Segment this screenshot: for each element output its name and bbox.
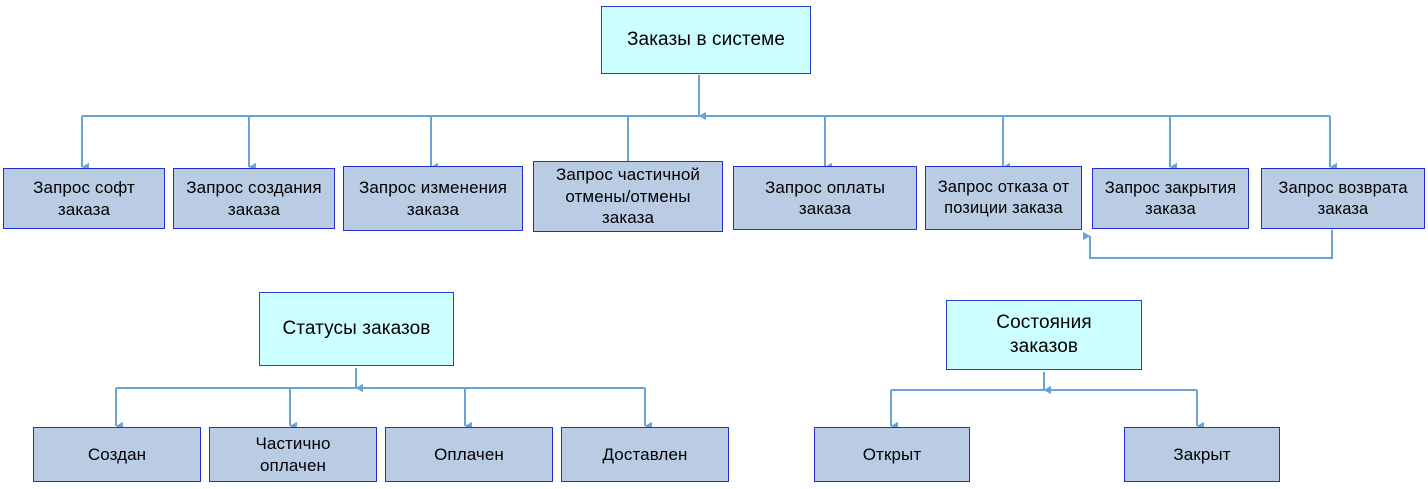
- node-status-paid[interactable]: Оплачен: [385, 427, 553, 482]
- node-label: Запрос отказа от позиции заказа: [937, 178, 1070, 217]
- node-request-soft-order[interactable]: Запрос софт заказа: [3, 168, 165, 229]
- node-status-partially-paid[interactable]: Частично оплачен: [209, 427, 377, 482]
- edge-feedback-loop: [1083, 230, 1333, 259]
- node-request-reject-order-item[interactable]: Запрос отказа от позиции заказа: [925, 166, 1082, 230]
- node-label: Запрос возврата заказа: [1278, 178, 1408, 218]
- node-request-return-order[interactable]: Запрос возврата заказа: [1261, 168, 1425, 229]
- node-order-states-root[interactable]: Состояния заказов: [946, 300, 1142, 370]
- node-label: Статусы заказов: [282, 318, 431, 340]
- node-label: Запрос закрытия заказа: [1104, 178, 1237, 218]
- node-request-create-order[interactable]: Запрос создания заказа: [173, 168, 335, 229]
- node-status-delivered[interactable]: Доставлен: [561, 427, 729, 482]
- node-orders-in-system-root[interactable]: Заказы в системе: [601, 6, 811, 74]
- node-label: Запрос создания заказа: [186, 178, 322, 219]
- node-label: Состояния заказов: [996, 312, 1092, 357]
- node-label: Закрыт: [1173, 444, 1231, 464]
- node-request-close-order[interactable]: Запрос закрытия заказа: [1092, 168, 1249, 229]
- node-request-partial-cancel-order[interactable]: Запрос частичной отмены/отмены заказа: [533, 161, 723, 232]
- node-request-payment-order[interactable]: Запрос оплаты заказа: [733, 166, 917, 230]
- node-label: Запрос оплаты заказа: [764, 177, 886, 218]
- node-status-created[interactable]: Создан: [33, 427, 201, 482]
- node-label: Запрос частичной отмены/отмены заказа: [556, 165, 700, 228]
- node-state-open[interactable]: Открыт: [814, 427, 970, 482]
- node-label: Частично оплачен: [255, 434, 331, 475]
- node-label: Создан: [87, 444, 147, 464]
- node-label: Открыт: [862, 444, 922, 464]
- node-label: Запрос изменения заказа: [358, 178, 508, 219]
- node-state-closed[interactable]: Закрыт: [1124, 427, 1280, 482]
- node-request-change-order[interactable]: Запрос изменения заказа: [343, 166, 523, 231]
- node-order-statuses-root[interactable]: Статусы заказов: [259, 292, 454, 366]
- node-label: Запрос софт заказа: [33, 178, 135, 219]
- node-label: Заказы в системе: [626, 29, 786, 51]
- node-label: Доставлен: [602, 444, 688, 464]
- node-label: Оплачен: [434, 444, 504, 464]
